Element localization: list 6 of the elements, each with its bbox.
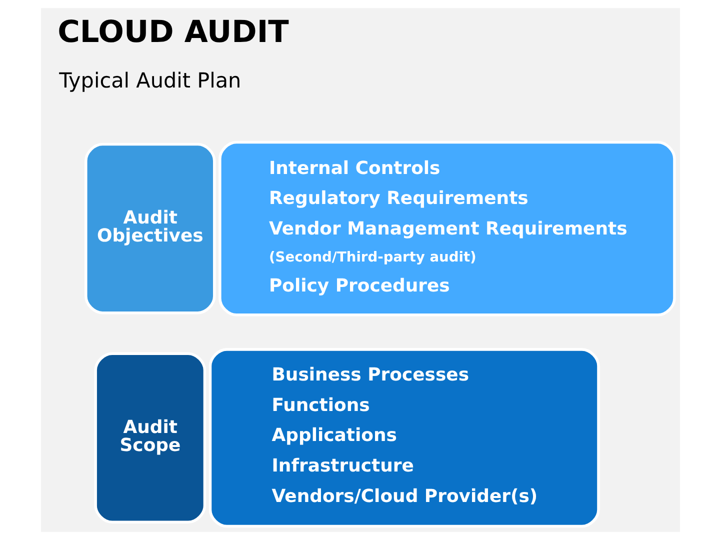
label: Typical Audit Plan	[58, 68, 241, 93]
node-box: Audit Objectives	[84, 142, 216, 314]
node-box: Audit Scope	[94, 352, 206, 524]
node-box: Business Processes Functions Applications Infrastructure Vendors/Cloud Provider(s)	[208, 348, 600, 528]
diagram-title: CLOUD AUDIT	[57, 15, 288, 50]
node-box: Internal Controls Regulatory Requirements Vendor Management Requirements (Second/Third-party audit) Policy Procedures	[218, 140, 676, 316]
